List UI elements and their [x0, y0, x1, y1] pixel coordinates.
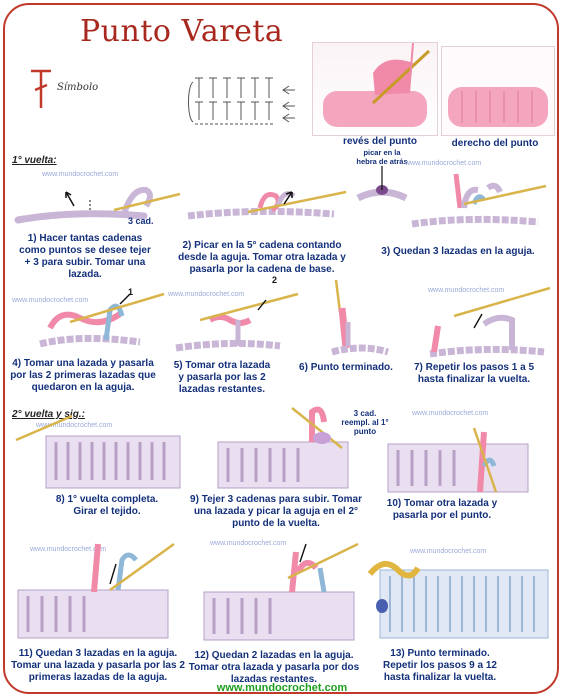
watermark: www.mundocrochet.com: [405, 160, 482, 167]
footer-url[interactable]: www.mundocrochet.com: [216, 682, 348, 694]
watermark: www.mundocrochet.com: [428, 287, 505, 294]
reverse-label: revés del punto: [343, 136, 417, 147]
symbol-label: Símbolo: [57, 82, 99, 93]
step11-illustration: [17, 542, 175, 639]
step-8-caption: 8) 1° vuelta completa. Girar el tejido.: [55, 494, 159, 517]
step2-illustration: [187, 190, 347, 220]
step-6-caption: 6) Punto terminado.: [299, 362, 393, 373]
step-3-caption: 3) Quedan 3 lazadas en la aguja.: [381, 246, 535, 257]
step-1-caption: 1) Hacer tantas cadenas como puntos se d…: [19, 233, 151, 280]
section-second-row: 2° vuelta y sig.:: [12, 409, 85, 420]
reverse-note: picar en la hebra de atrás: [356, 148, 408, 166]
step1-illustration: [14, 186, 181, 224]
step13-illustration: [367, 561, 549, 639]
watermark: www.mundocrochet.com: [412, 410, 489, 417]
step3-illustration: [411, 173, 547, 228]
stitch-chart-diagram: [188, 77, 295, 125]
watermark: www.mundocrochet.com: [42, 171, 119, 178]
step-11-caption: 11) Quedan 3 lazadas en la aguja. Tomar …: [11, 648, 185, 683]
step4-illustration: [39, 292, 165, 348]
photo-reverse: [312, 42, 438, 136]
step-2-caption: 2) Picar en la 5° cadena contando desde …: [178, 240, 346, 275]
watermark: www.mundocrochet.com: [30, 546, 107, 553]
step-4-caption: 4) Tomar una lazada y pasarla por las 2 …: [10, 358, 156, 393]
mark-2: 2: [272, 275, 278, 285]
watermark: www.mundocrochet.com: [36, 422, 113, 429]
step-13-caption: 13) Punto terminado. Repetir los pasos 9…: [383, 648, 497, 683]
step9-illustration: [217, 406, 349, 489]
section-first-row: 1° vuelta:: [12, 155, 57, 166]
step-12-caption: 12) Quedan 2 lazadas en la aguja. Tomar …: [188, 650, 360, 685]
step-5-caption: 5) Tomar otra lazada y pasarla por las 2…: [173, 360, 271, 395]
annotation-3-ch-replace: 3 cad. reempl. al 1° punto: [341, 409, 389, 436]
annotation-3-ch: 3 cad.: [128, 216, 154, 226]
step5-illustration: [175, 292, 299, 352]
dc-symbol-icon: [31, 69, 51, 108]
step12-illustration: [203, 542, 359, 641]
step8-illustration: [15, 414, 181, 489]
step-9-caption: 9) Tejer 3 cadenas para subir. Tomar una…: [190, 494, 362, 529]
step-7-caption: 7) Repetir los pasos 1 a 5 hasta finaliz…: [413, 362, 535, 385]
watermark: www.mundocrochet.com: [210, 540, 287, 547]
front-label: derecho del punto: [451, 138, 539, 149]
page-title: Punto Vareta: [80, 14, 284, 49]
step-10-caption: 10) Tomar otra lazada y pasarla por el p…: [386, 498, 498, 521]
watermark: www.mundocrochet.com: [12, 297, 89, 304]
step2-detail-illustration: [356, 166, 408, 202]
step7-illustration: [429, 286, 551, 358]
watermark: www.mundocrochet.com: [168, 291, 245, 298]
step10-illustration: [387, 427, 529, 493]
step6-illustration: [331, 279, 390, 356]
mark-1: 1: [128, 287, 134, 297]
photo-front: [441, 46, 555, 136]
watermark: www.mundocrochet.com: [410, 548, 487, 555]
